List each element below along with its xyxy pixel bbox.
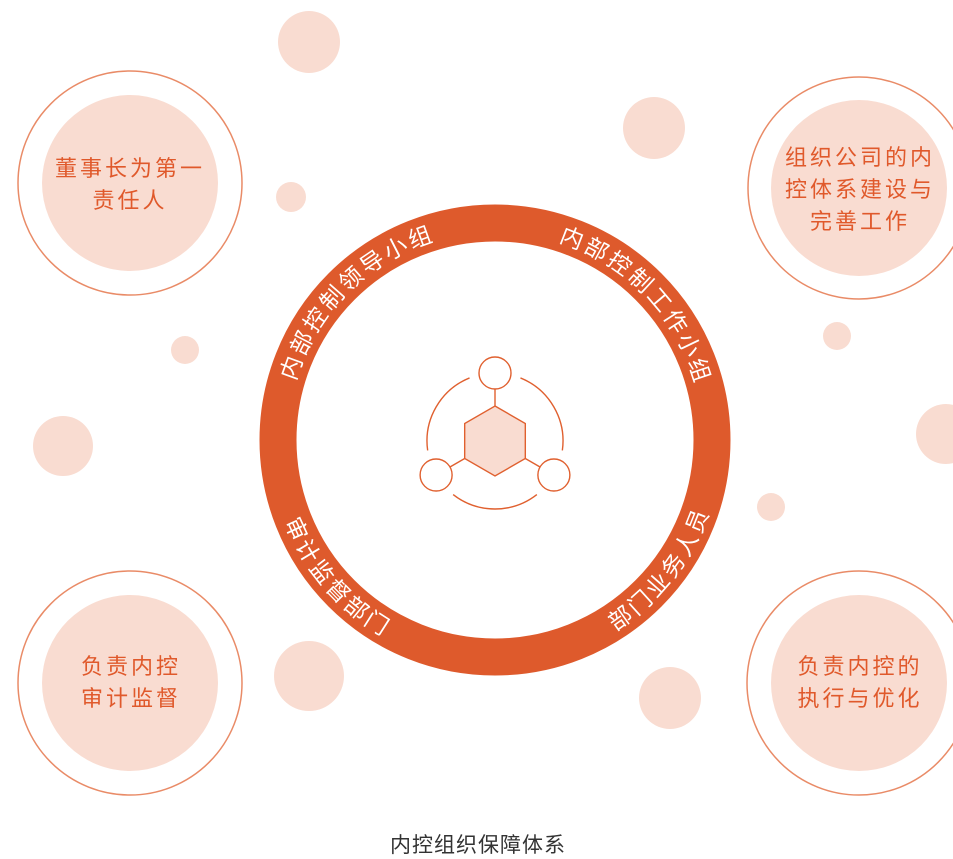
responsibility-bubble (42, 595, 218, 771)
node-circle (419, 458, 453, 492)
ring-label-text: 部门业务人员 (604, 503, 713, 636)
decor-circle (276, 182, 306, 212)
diagram-caption: 内控组织保障体系 (390, 833, 566, 857)
responsibility-line: 完善工作 (810, 210, 910, 235)
responsibility-chairman-accountable: 董事长为第一 责任人 (17, 70, 243, 296)
decor-circle (623, 97, 685, 159)
connector-line (524, 457, 541, 468)
ring-label-text: 内部控制工作小组 (556, 223, 712, 388)
responsibility-outline-ring (17, 570, 243, 796)
responsibility-line: 组织公司的内 (785, 146, 935, 171)
decor-circles (33, 11, 953, 729)
responsibility-outline-ring (747, 76, 953, 300)
hexagon-network-icon (419, 356, 571, 510)
decor-circle (278, 11, 340, 73)
responsibility-bubble (771, 595, 947, 771)
connector-line (449, 457, 466, 468)
ring-label-text: 内部控制领导小组 (276, 221, 435, 383)
responsibility-outline-ring (746, 570, 953, 796)
decor-circle (274, 641, 344, 711)
decor-circle (916, 404, 953, 464)
responsibility-line: 负责内控的 (797, 655, 922, 680)
ring-label-business-staff: 部门业务人员 (604, 503, 716, 636)
orbit-arc (452, 494, 538, 510)
decor-circle (639, 667, 701, 729)
ring-label-working-group: 内部控制工作小组 (556, 223, 715, 388)
responsibility-execution-optimization: 负责内控的 执行与优化 (746, 570, 953, 796)
decor-circle (757, 493, 785, 521)
responsibility-line: 执行与优化 (797, 687, 922, 712)
responsibility-line: 董事长为第一 (55, 157, 205, 182)
orbit-arc (520, 377, 564, 451)
orbit-arc (426, 377, 470, 451)
responsibility-line: 审计监督 (81, 687, 181, 712)
responsibility-system-building: 组织公司的内 控体系建设与 完善工作 (747, 76, 953, 300)
decor-circle (171, 336, 199, 364)
ring-band (259, 204, 731, 676)
ring-label-leadership-group: 内部控制领导小组 (276, 221, 438, 383)
node-circle (478, 356, 512, 390)
ring-label-audit-department: 审计监督部门 (279, 514, 396, 643)
node-circle (537, 458, 571, 492)
responsibility-outline-ring (17, 70, 243, 296)
responsibility-line: 负责内控 (81, 655, 181, 680)
responsibility-line: 控体系建设与 (785, 178, 935, 203)
responsibility-bubble (42, 95, 218, 271)
responsibility-line: 责任人 (92, 189, 167, 214)
ring-label-text: 审计监督部门 (279, 514, 393, 643)
decor-circle (823, 322, 851, 350)
responsibility-audit-supervision: 负责内控 审计监督 (17, 570, 243, 796)
hexagon (463, 405, 527, 477)
decor-circle (33, 416, 93, 476)
responsibility-bubble (771, 100, 947, 276)
